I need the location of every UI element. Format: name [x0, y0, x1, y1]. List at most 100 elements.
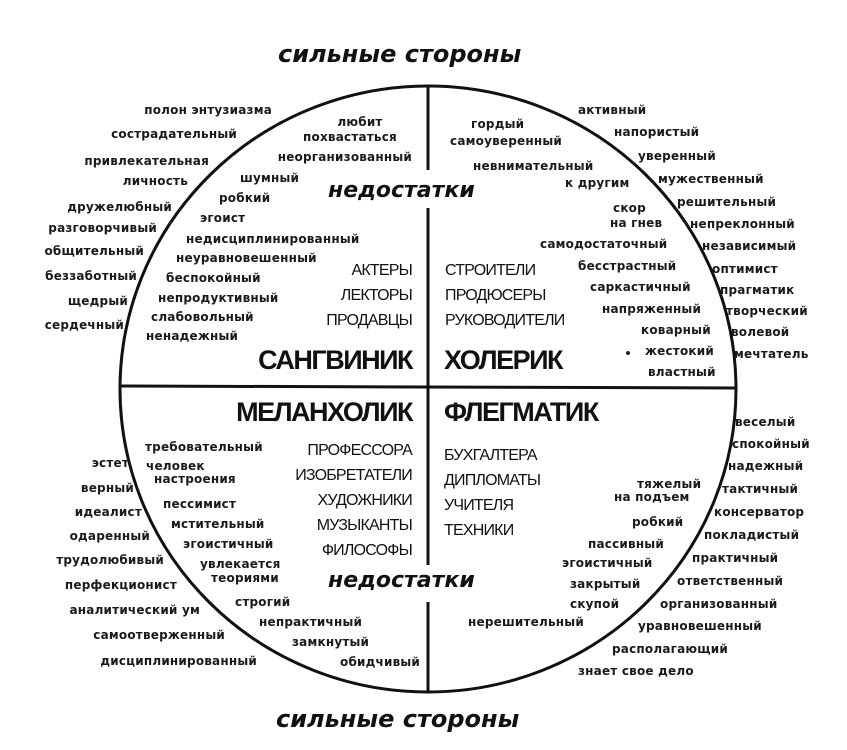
strength-item: веселый	[735, 415, 796, 429]
strength-item: дружелюбный	[67, 200, 172, 214]
weakness-item: саркастичный	[590, 280, 691, 294]
professions-list: АКТЕРЫ ЛЕКТОРЫ ПРОДАВЦЫ	[326, 258, 413, 333]
profession-item: ХУДОЖНИКИ	[317, 492, 413, 509]
strength-item: надежный	[728, 459, 804, 473]
weakness-item: увлекается	[200, 557, 281, 571]
weakness-item: замкнутый	[292, 635, 370, 649]
weakness-item: ненадежный	[146, 329, 239, 343]
profession-item: УЧИТЕЛЯ	[444, 497, 514, 514]
weakness-item: к другим	[565, 176, 630, 190]
profession-item: ДИПЛОМАТЫ	[444, 472, 541, 489]
profession-item: ПРОФЕССОРА	[307, 442, 412, 459]
heading-weaknesses-top: недостатки	[328, 178, 475, 203]
strength-item: прагматик	[720, 283, 795, 297]
strength-item: независимый	[702, 239, 797, 253]
professions-list: СТРОИТЕЛИ ПРОДЮСЕРЫ РУКОВОДИТЕЛИ	[445, 258, 565, 333]
professions-list: ПРОФЕССОРА ИЗОБРЕТАТЕЛИ ХУДОЖНИКИ МУЗЫКА…	[295, 438, 413, 563]
temperament-title: САНГВИНИК	[258, 345, 413, 375]
weakness-item: любит	[337, 115, 383, 129]
weakness-item: требовательный	[145, 440, 263, 454]
weakness-item: робкий	[632, 515, 684, 529]
strength-item: мечтатель	[734, 347, 809, 361]
strength-item: тактичный	[722, 482, 799, 496]
weakness-item: эгоист	[200, 211, 246, 225]
temperament-title: ФЛЕГМАТИК	[444, 397, 599, 427]
weakness-item: слабовольный	[151, 310, 254, 324]
weakness-item: закрытый	[570, 577, 641, 591]
strength-item: волевой	[731, 325, 790, 339]
weakness-item: бесстрастный	[578, 259, 677, 273]
weakness-item: напряженный	[602, 302, 702, 316]
weakness-item: на подъем	[614, 490, 690, 504]
weakness-item: властный	[648, 365, 716, 379]
professions-list: БУХГАЛТЕРА ДИПЛОМАТЫ УЧИТЕЛЯ ТЕХНИКИ	[444, 443, 541, 543]
weakness-item: скупой	[570, 597, 620, 611]
profession-item: АКТЕРЫ	[351, 262, 413, 279]
weakness-item: нерешительный	[468, 615, 584, 629]
strength-item: щедрый	[67, 294, 128, 308]
weakness-item: самодостаточный	[540, 237, 668, 251]
weakness-item: человек	[146, 459, 205, 473]
weakness-item: непродуктивный	[158, 291, 279, 305]
strength-item: привлекательная	[84, 154, 209, 168]
strength-item: организованный	[660, 597, 778, 611]
strength-item: дисциплинированный	[100, 654, 257, 668]
strength-item: сердечный	[44, 318, 124, 332]
strength-item: эстет	[91, 456, 129, 470]
strength-item: творческий	[726, 304, 808, 318]
weakness-item: шумный	[240, 171, 300, 185]
strength-item: уравновешенный	[638, 619, 762, 633]
strength-item: сострадательный	[111, 127, 237, 141]
weakness-item: настроения	[154, 472, 236, 486]
strength-item: перфекционист	[64, 578, 177, 592]
profession-item: БУХГАЛТЕРА	[444, 447, 538, 464]
weakness-item: беспокойный	[166, 271, 261, 285]
weakness-item: тяжелый	[637, 477, 702, 491]
temperament-title: МЕЛАНХОЛИК	[236, 397, 413, 427]
strength-item: самоотверженный	[93, 628, 225, 642]
weakness-item: эгоистичный	[562, 556, 653, 570]
strength-item: верный	[80, 481, 134, 495]
weakness-item: мстительный	[171, 517, 265, 531]
weakness-item: теориями	[211, 571, 279, 585]
strength-item: оптимист	[712, 262, 778, 276]
strength-item: решительный	[677, 195, 777, 209]
weakness-item: самоуверенный	[450, 134, 562, 148]
weakness-item: пассивный	[588, 537, 664, 551]
profession-item: ИЗОБРЕТАТЕЛИ	[295, 467, 413, 484]
temperament-title: ХОЛЕРИК	[444, 345, 564, 375]
weakness-item: невнимательный	[473, 159, 594, 173]
strength-item: покладистый	[704, 528, 800, 542]
weakness-item: на гнев	[610, 216, 663, 230]
strength-item: беззаботный	[45, 269, 137, 283]
weakness-item: непрактичный	[259, 615, 363, 629]
weakness-item: эгоистичный	[183, 537, 274, 551]
strength-item: аналитический ум	[69, 603, 200, 617]
strength-item: мужественный	[658, 172, 764, 186]
strength-item: полон энтузиазма	[144, 103, 272, 117]
strength-item: располагающий	[612, 642, 728, 656]
strength-item: спокойный	[732, 437, 810, 451]
strength-item: практичный	[692, 551, 779, 565]
profession-item: ТЕХНИКИ	[444, 522, 514, 539]
profession-item: ЛЕКТОРЫ	[340, 287, 413, 304]
strength-item: ответственный	[677, 574, 784, 588]
weakness-item: обидчивый	[340, 655, 421, 669]
weakness-item: жестокий	[645, 344, 714, 358]
weakness-item: пессимист	[163, 497, 237, 511]
profession-item: РУКОВОДИТЕЛИ	[445, 312, 565, 329]
weakness-item: строгий	[235, 595, 291, 609]
strength-item: уверенный	[638, 149, 716, 163]
strength-item: одаренный	[69, 529, 150, 543]
weakness-item: скор	[613, 201, 646, 215]
weakness-item: похвастаться	[303, 130, 397, 144]
heading-strengths-bottom: сильные стороны	[276, 705, 520, 733]
weakness-item: недисциплинированный	[186, 232, 360, 246]
profession-item: ФИЛОСОФЫ	[321, 542, 413, 559]
bullet-dot	[626, 351, 630, 355]
weakness-item: неуравновешенный	[176, 251, 317, 265]
heading-weaknesses-bottom: недостатки	[328, 568, 475, 593]
strength-item: общительный	[44, 244, 144, 258]
